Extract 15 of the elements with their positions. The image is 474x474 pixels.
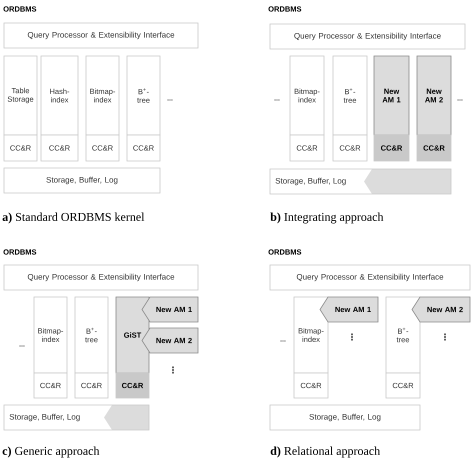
interface-box: Query Processor & Extensibility Interface xyxy=(270,24,466,50)
vertical-ellipsis: ⋮ xyxy=(351,334,353,340)
panel-caption: a) Standard ORDBMS kernel xyxy=(2,212,144,224)
panel-caption: c) Generic approach xyxy=(2,446,100,458)
interface-box: Query Processor & Extensibility Interface xyxy=(270,264,470,290)
storage-box: Storage, Buffer, Log xyxy=(270,404,420,430)
vertical-ellipsis: ⋮ xyxy=(172,366,174,374)
interface-box: Query Processor & Extensibility Interface xyxy=(4,22,198,48)
vertical-ellipsis: ⋮ xyxy=(444,334,446,340)
storage-box: Storage, Buffer, Log xyxy=(270,168,452,194)
interface-box: Query Processor & Extensibility Interface xyxy=(4,264,198,290)
panel-caption: b) Integrating approach xyxy=(270,212,384,224)
panel-caption: d) Relational approach xyxy=(270,446,380,458)
storage-box: Storage, Buffer, Log xyxy=(4,168,160,194)
storage-box: Storage, Buffer, Log xyxy=(4,404,150,430)
